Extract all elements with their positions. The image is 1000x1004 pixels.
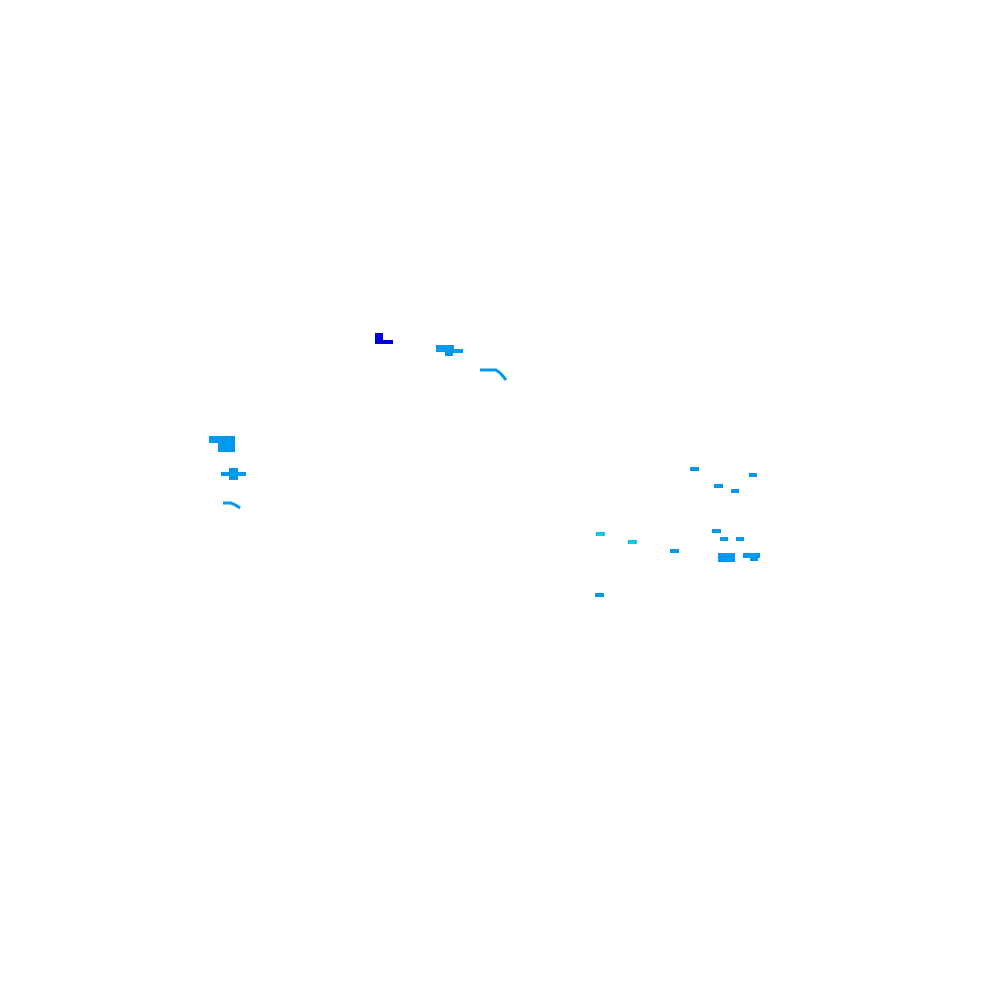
fragment-cyan-dashes — [596, 532, 637, 544]
fragment-right-cluster — [595, 467, 760, 597]
fragment-dark-blue-corner — [375, 333, 393, 344]
fragment-blue-left-curve — [223, 501, 241, 510]
fragment-blue-curve-top — [480, 368, 508, 381]
fragment-blue-left-block — [209, 436, 235, 452]
fragment-blue-top-cluster — [436, 345, 463, 356]
fragment-blue-left-cross — [221, 468, 246, 480]
